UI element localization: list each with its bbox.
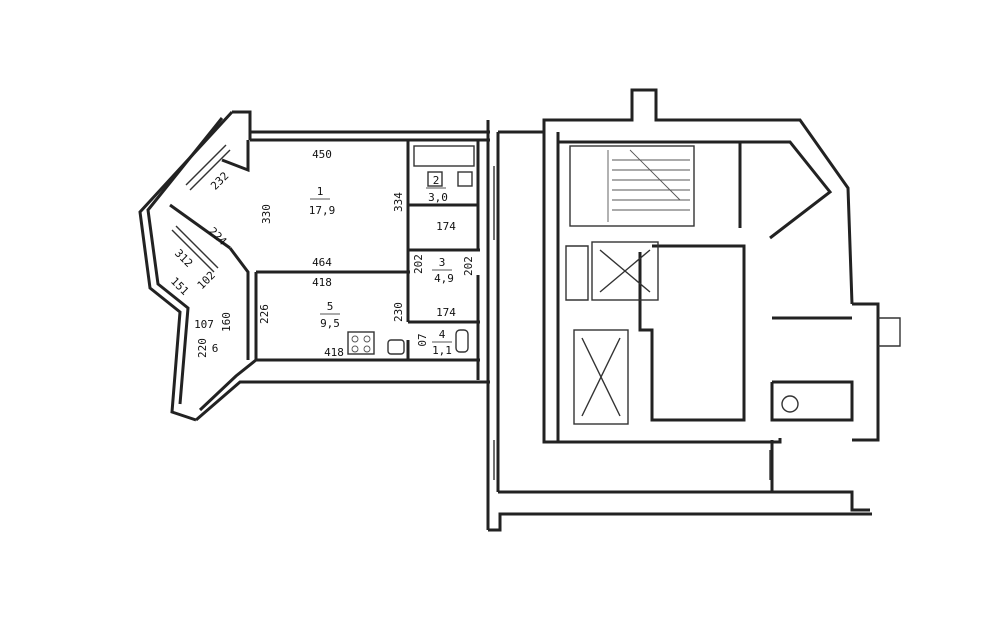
dim-202-right: 202 [462, 256, 475, 276]
dim-418-bottom: 418 [324, 346, 344, 359]
dim-102: 102 [195, 269, 218, 292]
room-4-number: 4 [439, 328, 446, 341]
dim-07: 07 [416, 333, 429, 346]
room-1-area: 17,9 [309, 204, 336, 217]
room-5-area: 9,5 [320, 317, 340, 330]
dim-330: 330 [260, 204, 273, 224]
dim-174-bottom: 174 [436, 306, 456, 319]
dim-226: 226 [258, 304, 271, 324]
stairwell-walls [486, 88, 901, 532]
room-labels: 1 17,9 2 3,0 3 4,9 4 1,1 5 9,5 6 [212, 174, 454, 357]
dim-334: 334 [392, 192, 405, 212]
room-3-number: 3 [439, 256, 446, 269]
stairs [569, 145, 695, 227]
dim-107: 107 [194, 318, 214, 331]
room-6-number: 6 [212, 342, 219, 355]
room-3-area: 4,9 [434, 272, 454, 285]
dim-464: 464 [312, 256, 332, 269]
room-2-area: 3,0 [428, 191, 448, 204]
dim-232: 232 [208, 169, 231, 192]
room-5-number: 5 [327, 300, 334, 313]
room-1-number: 1 [317, 185, 324, 198]
dim-174-top: 174 [436, 220, 456, 233]
dim-450: 450 [312, 148, 332, 161]
dim-230: 230 [392, 302, 405, 322]
dim-220: 220 [196, 338, 209, 358]
dim-202-left: 202 [412, 254, 425, 274]
dim-160: 160 [220, 312, 233, 332]
room-2-number: 2 [433, 174, 440, 187]
dimension-labels: 450 330 334 232 224 312 151 102 107 160 … [168, 148, 475, 359]
apartment-walls [138, 110, 490, 422]
room-4-area: 1,1 [432, 344, 452, 357]
chute-icon [781, 395, 799, 413]
dim-418-top: 418 [312, 276, 332, 289]
